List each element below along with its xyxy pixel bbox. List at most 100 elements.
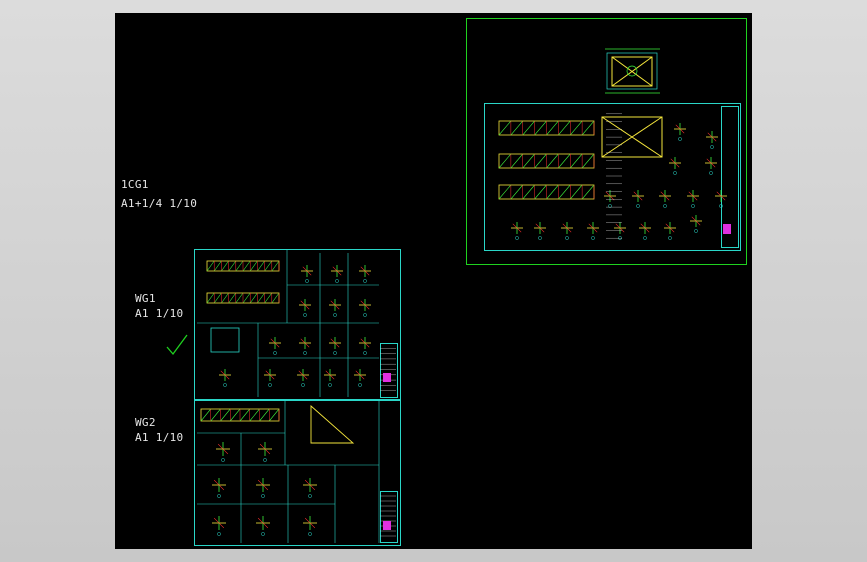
cg1-detail-16-tag <box>694 229 698 233</box>
wg1-truss-1-diagonal <box>228 260 237 272</box>
wg1-truss-2-diagonal <box>235 292 244 304</box>
wg2-detail-4-d <box>304 479 316 491</box>
truss-1-diagonal <box>546 120 559 136</box>
cg1-detail-3-tag <box>709 171 713 175</box>
sheet-wg2-border[interactable] <box>194 399 401 546</box>
wg1-detail-1-d <box>332 266 342 276</box>
sheet-1cg1-title-block <box>721 106 739 248</box>
wg1-truss-1-diagonal <box>271 260 280 272</box>
wg2-detail-7-tag <box>308 532 312 536</box>
wg1-detail-10-tag <box>268 383 272 387</box>
wg1-detail-9-d <box>360 338 370 348</box>
cg1-detail-13-tag <box>618 236 622 240</box>
wg2-detail-4-tag <box>308 494 312 498</box>
truss-2-diagonal <box>522 153 535 169</box>
truss-3-diagonal <box>558 184 571 200</box>
sheet-wg1-border[interactable] <box>194 249 401 401</box>
wg2-truss-1-diagonal <box>220 408 231 422</box>
wg1-detail-6-tag <box>273 351 277 355</box>
wg2-truss-1-diagonal <box>210 408 221 422</box>
cg1-detail-14-d <box>640 223 650 233</box>
truss-3-diagonal <box>498 184 512 200</box>
wg1-truss-1-diagonal <box>264 260 273 272</box>
truss-3-diagonal <box>546 184 559 200</box>
truss-1-diagonal <box>558 120 571 136</box>
sheet-1cg1-frame[interactable] <box>466 18 747 265</box>
wg2-detail-0-tag <box>221 458 225 462</box>
cg1-detail-4-d <box>605 191 615 201</box>
wg2-detail-1-tag <box>263 458 267 462</box>
cg1-titleblock-logo <box>723 224 731 234</box>
wg1-detail-12-d <box>325 370 335 380</box>
wg1-truss-1-diagonal <box>242 260 251 272</box>
cg1-detail-10-tag <box>538 236 542 240</box>
wg1-detail-0-tag <box>305 279 309 283</box>
cg1-detail-15-tag <box>668 236 672 240</box>
wg1-detail-13-d <box>355 370 365 380</box>
truss-2-diagonal <box>510 153 523 169</box>
wg2-truss-1-diagonal <box>249 408 260 422</box>
wg2-detail-2-d <box>213 479 225 491</box>
wg1-detail-8-tag <box>333 351 337 355</box>
wg2-detail-6-tag <box>261 532 265 536</box>
cg1-detail-2-tag <box>673 171 677 175</box>
wg1-detail-11-d <box>298 370 308 380</box>
cg1-detail-0-tag <box>678 137 682 141</box>
wg2-detail-3-d <box>257 479 269 491</box>
wg2-truss-1-diagonal <box>269 408 280 422</box>
wg1-detail-14-d <box>220 370 230 380</box>
cg1-detail-8-tag <box>719 204 723 208</box>
truss-1-diagonal <box>534 120 547 136</box>
wg1-detail-0-d <box>302 266 312 276</box>
sheet-1cg1-border <box>484 103 741 251</box>
cg1-detail-11-d <box>562 223 572 233</box>
wg1-truss-2-diagonal <box>264 292 273 304</box>
truss-3-diagonal <box>581 184 595 200</box>
wg2-detail-3-tag <box>261 494 265 498</box>
truss-2-diagonal <box>534 153 547 169</box>
wg2-truss-1-diagonal <box>239 408 250 422</box>
wg2-titleblock-logo <box>383 521 391 530</box>
truss-1-diagonal <box>581 120 595 136</box>
wg1-detail-6-d <box>270 338 280 348</box>
wg1-detail-11-tag <box>301 383 305 387</box>
cg1-detail-11-tag <box>565 236 569 240</box>
wg1-truss-1-diagonal <box>249 260 258 272</box>
truss-1-diagonal <box>498 120 512 136</box>
cg1-detail-8-d <box>716 191 726 201</box>
cg1-detail-1-d <box>707 132 717 142</box>
cg1-detail-6-d <box>660 191 670 201</box>
truss-2-diagonal <box>546 153 559 169</box>
wg1-truss-1-diagonal <box>235 260 244 272</box>
sheet-wg2-scale: A1 1/10 <box>135 431 184 444</box>
wg2-detail-5-tag <box>217 532 221 536</box>
truss-1-diagonal <box>522 120 535 136</box>
cg1-detail-13-d <box>615 223 625 233</box>
truss-1-diagonal <box>510 120 523 136</box>
truss-2-diagonal <box>558 153 571 169</box>
truss-3-diagonal <box>510 184 523 200</box>
cad-drawing-canvas[interactable]: 1CG1 A1+1/4 1/10 WG1 A1 1/10 WG2 A1 1/10 <box>115 13 752 549</box>
cg1-detail-9-tag <box>515 236 519 240</box>
truss-2-diagonal <box>570 153 583 169</box>
cg1-detail-0-d <box>675 124 685 134</box>
wg1-truss-2-diagonal <box>206 292 215 304</box>
wg1-detail-7-d <box>300 338 310 348</box>
wg1-detail-14-tag <box>223 383 227 387</box>
wg1-detail-9-tag <box>363 351 367 355</box>
wg1-truss-2-diagonal <box>228 292 237 304</box>
wg1-detail-10-d <box>265 370 275 380</box>
cg1-detail-6-tag <box>663 204 667 208</box>
cg1-detail-12-tag <box>591 236 595 240</box>
wg1-truss-1-diagonal <box>213 260 222 272</box>
wg1-truss-2-diagonal <box>221 292 229 304</box>
wg1-detail-13-tag <box>358 383 362 387</box>
truss-2-diagonal <box>498 153 512 169</box>
wg2-detail-7-d <box>304 517 316 529</box>
cg1-detail-14-tag <box>643 236 647 240</box>
wg1-truss-2-diagonal <box>271 292 280 304</box>
wg1-truss-2-diagonal <box>249 292 258 304</box>
cg1-detail-3-d <box>706 158 716 168</box>
truss-3-diagonal <box>522 184 535 200</box>
